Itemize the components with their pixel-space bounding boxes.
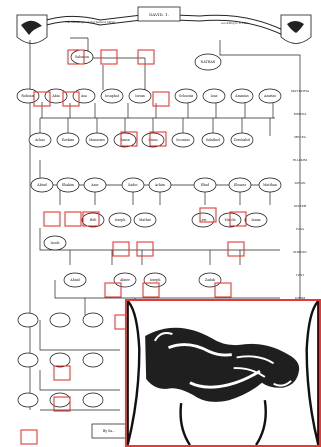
gen3-node-3: Manasses	[86, 133, 108, 147]
generation-3-row: Achaz Ezekias Manasses Amon Iosias Iecon…	[29, 133, 253, 147]
gen2-node-5: Ioram	[129, 89, 151, 103]
svg-text:Abiud: Abiud	[36, 183, 46, 187]
svg-text:ELIAKIM: ELIAKIM	[293, 158, 307, 162]
svg-text:Amasias: Amasias	[234, 94, 249, 98]
svg-text:Ioseph: Ioseph	[115, 218, 126, 222]
svg-text:Matthan: Matthan	[263, 183, 277, 187]
gen4-node-4: Sadoc	[122, 178, 144, 192]
svg-text:Ezekias: Ezekias	[62, 138, 75, 142]
top-banner: DAVID. 1. The Genealogie of Our Sauiour …	[28, 7, 283, 35]
clasped-hands-icon	[127, 301, 319, 445]
svg-text:Achim: Achim	[154, 183, 165, 187]
svg-text:SIMEON: SIMEON	[293, 250, 307, 254]
svg-text:Zorobabel: Zorobabel	[234, 138, 250, 142]
gen4-node-1: Abiud	[31, 178, 53, 192]
gen4-node-8: Matthan	[259, 178, 281, 192]
svg-text:MENNA: MENNA	[294, 112, 308, 116]
generation-5-row: Iacob Heli Ioseph Mathat Levi Melchi Ian…	[44, 213, 267, 250]
zoom-inset	[125, 299, 321, 447]
gen2-node-2: Abia	[45, 89, 67, 103]
gen3-node-5: Iosias	[142, 133, 164, 147]
svg-text:Manasses: Manasses	[89, 138, 105, 142]
gen4-node-7: Eleazar	[229, 178, 251, 192]
generation-2-row: Roboam Abia Asa Iosaphat Ioram Ochozias …	[17, 89, 281, 103]
left-shield	[17, 15, 47, 44]
gen2-node-4: Iosaphat	[101, 89, 123, 103]
svg-text:Ianna: Ianna	[251, 218, 260, 222]
svg-text:NATHAN: NATHAN	[201, 60, 216, 64]
svg-text:Ioram: Ioram	[135, 94, 145, 98]
svg-text:Azor: Azor	[90, 183, 99, 187]
svg-text:Levi: Levi	[200, 218, 207, 222]
generation-4-row: Abiud Eliakim Azor Sadoc Achim Eliud Ele…	[31, 178, 281, 192]
svg-text:LEVI: LEVI	[296, 273, 304, 277]
gen2-node-9: Azarias	[259, 89, 281, 103]
svg-text:MELEA: MELEA	[294, 135, 306, 139]
gen2-node-8: Amasias	[231, 89, 253, 103]
svg-text:IONAN: IONAN	[294, 181, 305, 185]
node-nathan: NATHAN	[195, 54, 221, 70]
banner-center: DAVID. 1.	[149, 12, 169, 17]
gen3-node-1: Achaz	[29, 133, 51, 147]
gen3-node-4: Amon	[114, 133, 136, 147]
svg-text:Roboam: Roboam	[21, 94, 34, 98]
svg-text:Eliud: Eliud	[201, 183, 209, 187]
svg-text:Achaz: Achaz	[34, 138, 45, 142]
right-column: MATTATHA MENNA MELEA ELIAKIM IONAN IOSEP…	[291, 89, 310, 323]
svg-text:Abner: Abner	[119, 278, 130, 282]
svg-text:Eleazar: Eleazar	[234, 183, 247, 187]
node-salomon: Salomon	[71, 50, 93, 64]
gen4-node-6: Eliud	[194, 178, 216, 192]
lower-left-column	[18, 313, 103, 407]
svg-text:Ochozias: Ochozias	[179, 94, 194, 98]
svg-text:Abia: Abia	[51, 94, 59, 98]
gen3-node-8: Zorobabel	[231, 133, 253, 147]
svg-text:Salomon: Salomon	[75, 55, 89, 59]
gen4-node-5: Achim	[149, 178, 171, 192]
svg-text:MATTATHA: MATTATHA	[291, 89, 310, 93]
gen3-node-2: Ezekias	[57, 133, 79, 147]
top-row: Salomon NATHAN	[71, 50, 221, 70]
banner-right: according to S. Luke	[221, 21, 249, 25]
gen3-node-6: Ieconias	[172, 133, 194, 147]
banner-left: The Genealogie of Our Sauiour Christ	[65, 20, 116, 24]
svg-text:Asa: Asa	[80, 94, 87, 98]
svg-text:By Sa...: By Sa...	[103, 429, 115, 433]
gen3-node-7: Salathiel	[202, 133, 224, 147]
gen2-node-3: Asa	[73, 89, 95, 103]
gen4-node-3: Azor	[84, 178, 106, 192]
svg-text:Heli: Heli	[90, 218, 97, 222]
svg-text:Ioseph: Ioseph	[150, 278, 161, 282]
svg-text:Abiud: Abiud	[69, 278, 79, 282]
footer-label: By Sa...	[92, 424, 126, 438]
svg-text:Iacob: Iacob	[51, 241, 60, 245]
svg-text:Eliakim: Eliakim	[62, 183, 74, 187]
gen4-node-2: Eliakim	[57, 178, 79, 192]
gen2-node-1: Roboam	[17, 89, 39, 103]
svg-text:Mathat: Mathat	[139, 218, 151, 222]
svg-text:IVDA: IVDA	[296, 227, 305, 231]
gen2-node-6: Ochozias	[175, 89, 197, 103]
svg-text:Iosaphat: Iosaphat	[105, 94, 120, 98]
svg-text:Azarias: Azarias	[263, 94, 276, 98]
svg-text:Ioas: Ioas	[211, 94, 218, 98]
svg-text:IOSEPH: IOSEPH	[294, 204, 307, 208]
svg-text:Ieconias: Ieconias	[176, 138, 190, 142]
svg-text:Salathiel: Salathiel	[206, 138, 220, 142]
gen2-node-7: Ioas	[203, 89, 225, 103]
svg-text:Sadoc: Sadoc	[128, 183, 138, 187]
svg-text:Zadok: Zadok	[205, 278, 215, 282]
right-shield	[281, 15, 311, 44]
